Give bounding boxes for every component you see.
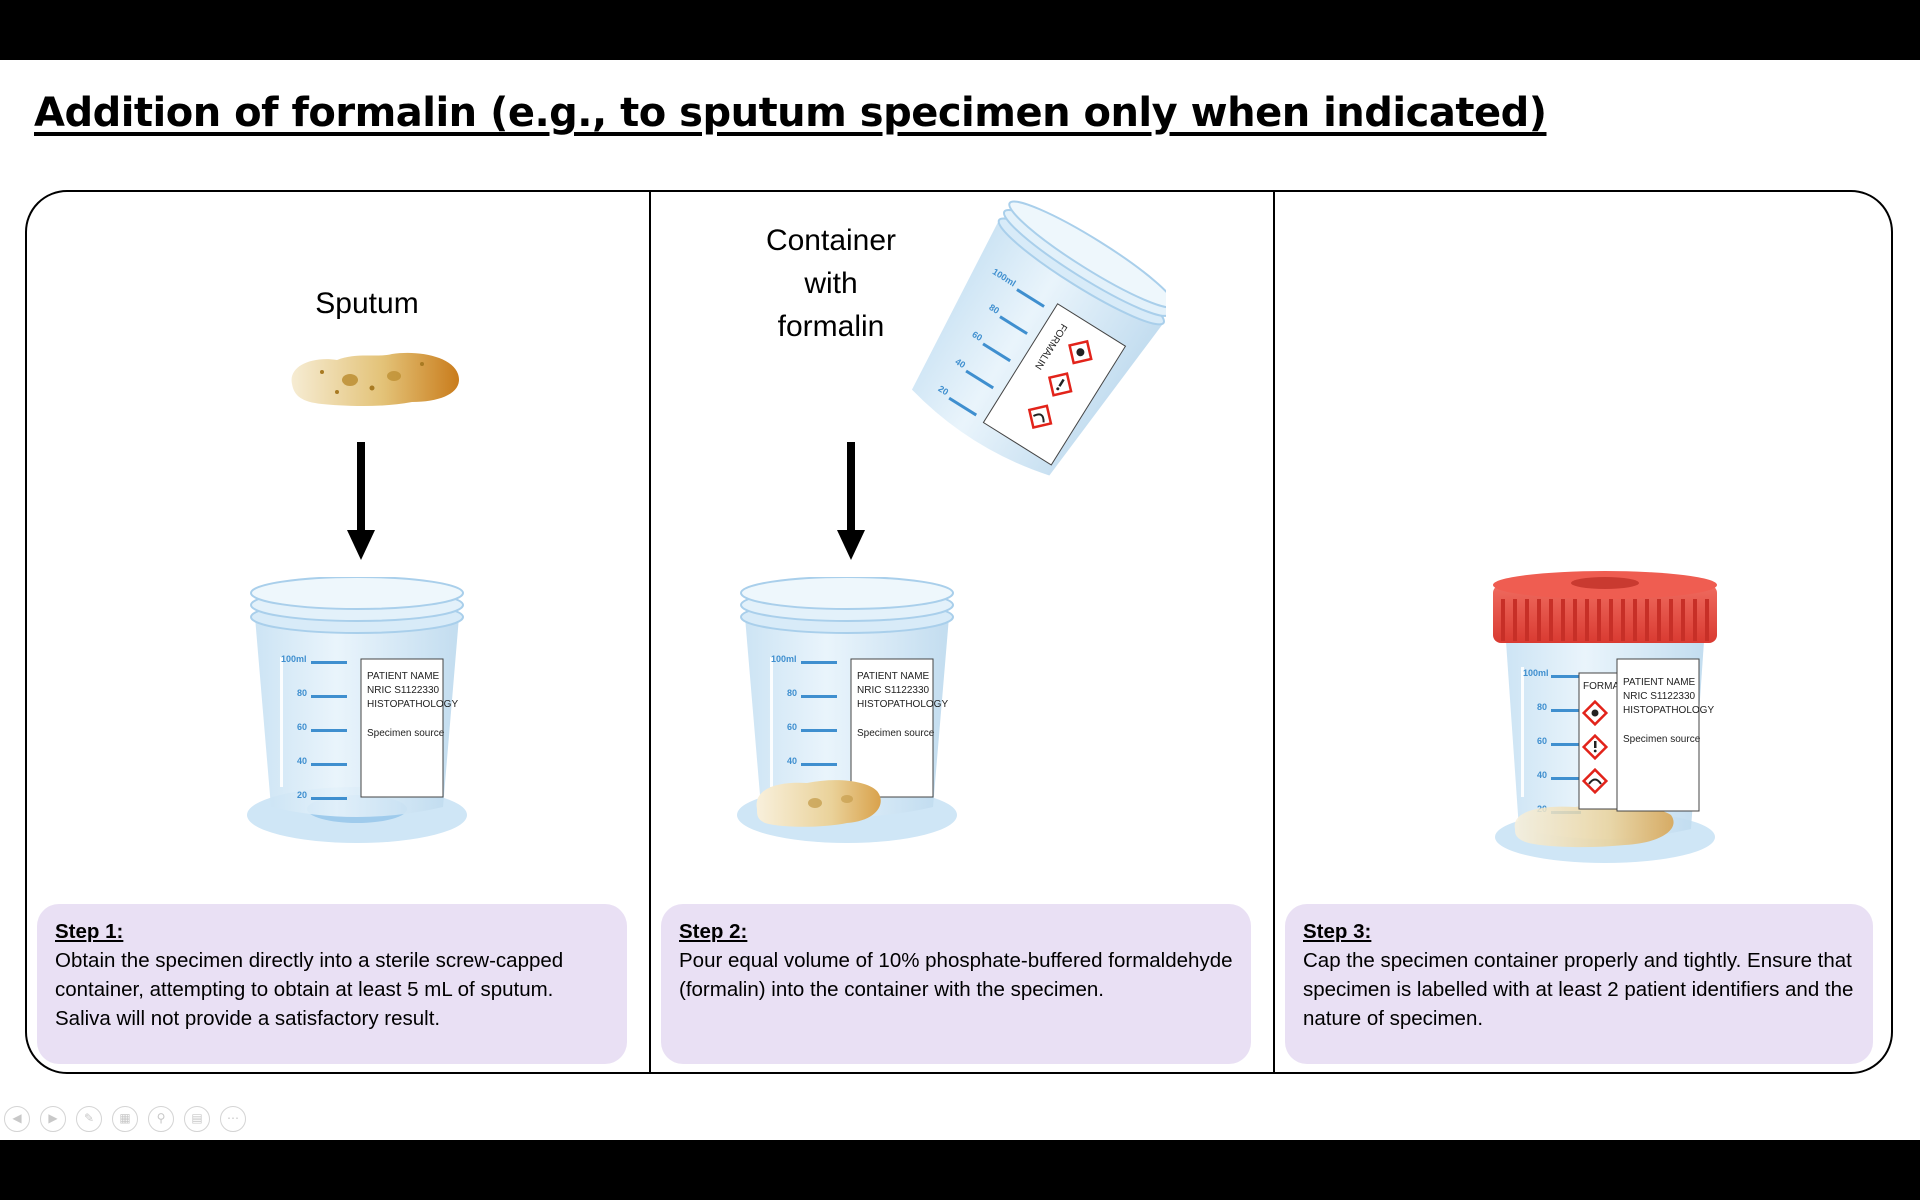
label-histopathology: HISTOPATHOLOGY: [367, 699, 458, 710]
panel-divider: [1273, 192, 1275, 1072]
label-histopathology: HISTOPATHOLOGY: [857, 699, 948, 710]
step-2-title: Step 2:: [679, 920, 748, 943]
next-icon[interactable]: ▶: [40, 1106, 66, 1132]
label-nric: NRIC S1122330: [857, 685, 930, 696]
scale-label-40: 40: [1537, 770, 1547, 780]
steps-frame: Sputum: [25, 190, 1893, 1074]
scale-label-80: 80: [297, 688, 307, 698]
tilted-scale-label-40: 40: [953, 356, 967, 370]
label-patient-name: PATIENT NAME: [857, 671, 930, 682]
step-2-text: Pour equal volume of 10% phosphate-buffe…: [679, 949, 1233, 1001]
scale-label-20: 20: [297, 790, 307, 800]
more-icon[interactable]: ⋯: [220, 1106, 246, 1132]
step-3-text: Cap the specimen container properly and …: [1303, 949, 1854, 1030]
scale-label-80: 80: [1537, 702, 1547, 712]
label-specimen-source: Specimen source: [857, 728, 935, 739]
sputum-caption: Sputum: [315, 287, 419, 320]
slides-icon[interactable]: ▦: [112, 1106, 138, 1132]
label-patient-name: PATIENT NAME: [367, 671, 440, 682]
scale-label-80: 80: [787, 688, 797, 698]
label-specimen-source: Specimen source: [1623, 734, 1701, 745]
down-arrow-head: [837, 530, 865, 560]
down-arrow-head: [347, 530, 375, 560]
scale-label-60: 60: [787, 722, 797, 732]
zoom-icon[interactable]: ⚲: [148, 1106, 174, 1132]
red-screw-cap-icon: [1493, 571, 1717, 643]
presentation-toolbar: ◀ ▶ ✎ ▦ ⚲ ▤ ⋯: [4, 1106, 246, 1132]
hazard-pictograms-icon: [1027, 339, 1093, 429]
step-1-title: Step 1:: [55, 920, 124, 943]
label-nric: NRIC S1122330: [367, 685, 440, 696]
step-1-text: Obtain the specimen directly into a ster…: [55, 949, 564, 1030]
step-panel-2: Container with formalin 100ml: [651, 192, 1273, 1072]
previous-icon[interactable]: ◀: [4, 1106, 30, 1132]
down-arrow: [357, 442, 365, 534]
step-1-box: Step 1: Obtain the specimen directly int…: [37, 904, 627, 1064]
label-histopathology: HISTOPATHOLOGY: [1623, 705, 1714, 716]
formalin-container-caption: Container with formalin: [765, 224, 897, 343]
tilted-scale-label-20: 20: [936, 383, 950, 397]
scale-label-40: 40: [297, 756, 307, 766]
step-panel-3: 100ml 80 60 40 20 FORMALIN: [1275, 192, 1891, 1072]
label-nric: NRIC S1122330: [1623, 691, 1696, 702]
down-arrow: [847, 442, 855, 534]
sputum-blob-icon: [291, 352, 459, 406]
step-2-box: Step 2: Pour equal volume of 10% phospha…: [661, 904, 1251, 1064]
scale-label-100: 100ml: [1523, 668, 1549, 678]
label-specimen-source: Specimen source: [367, 728, 445, 739]
scale-label-60: 60: [297, 722, 307, 732]
specimen-container-icon: 100ml 80 60 40 20 PATIENT NAME NRIC S112…: [247, 577, 467, 843]
hazard-pictograms-icon: [1581, 699, 1609, 795]
formalin-container-tilted-icon: 100ml 80 60 40 20 FORMALIN: [911, 200, 1166, 476]
formalin-label-text: FORMALIN: [1583, 681, 1635, 692]
capped-specimen-container-icon: 100ml 80 60 40 20 FORMALIN: [1493, 571, 1717, 863]
label-patient-name: PATIENT NAME: [1623, 677, 1696, 688]
step-3-box: Step 3: Cap the specimen container prope…: [1285, 904, 1873, 1064]
step-3-title: Step 3:: [1303, 920, 1372, 943]
scale-label-100: 100ml: [281, 654, 307, 664]
tilted-scale-label-80: 80: [987, 302, 1001, 316]
scale-label-100: 100ml: [771, 654, 797, 664]
step-panel-1: Sputum: [27, 192, 649, 1072]
slide: Addition of formalin (e.g., to sputum sp…: [0, 60, 1920, 1140]
subtitles-icon[interactable]: ▤: [184, 1106, 210, 1132]
scale-label-60: 60: [1537, 736, 1547, 746]
tilted-scale-label-60: 60: [970, 329, 984, 343]
slide-title: Addition of formalin (e.g., to sputum sp…: [34, 90, 1547, 136]
panel-divider: [649, 192, 651, 1072]
scale-label-40: 40: [787, 756, 797, 766]
pen-icon[interactable]: ✎: [76, 1106, 102, 1132]
specimen-container-with-sputum-icon: 100ml 80 60 40 20 PATIENT NAME NRIC S112…: [737, 577, 957, 843]
